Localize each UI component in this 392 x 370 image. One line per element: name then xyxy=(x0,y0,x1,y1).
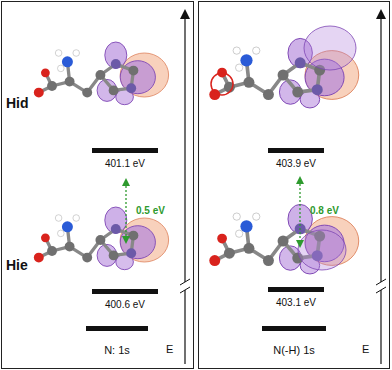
energy-value: 400.6 eV xyxy=(105,299,145,310)
energy-gap: 0.8 eV xyxy=(310,205,339,216)
axis-label: E xyxy=(362,343,369,355)
energy-gap: 0.5 eV xyxy=(136,205,165,216)
energy-value: 403.9 eV xyxy=(276,158,316,169)
energy-value: 403.1 eV xyxy=(276,297,316,308)
energy-value: 401.1 eV xyxy=(105,158,145,169)
axis-label: E xyxy=(166,343,173,355)
row-heading: Hid xyxy=(6,96,29,111)
row-heading: Hie xyxy=(6,258,28,273)
orbital-label: N: 1s xyxy=(104,344,130,356)
orbital-label: N(-H) 1s xyxy=(273,344,315,356)
